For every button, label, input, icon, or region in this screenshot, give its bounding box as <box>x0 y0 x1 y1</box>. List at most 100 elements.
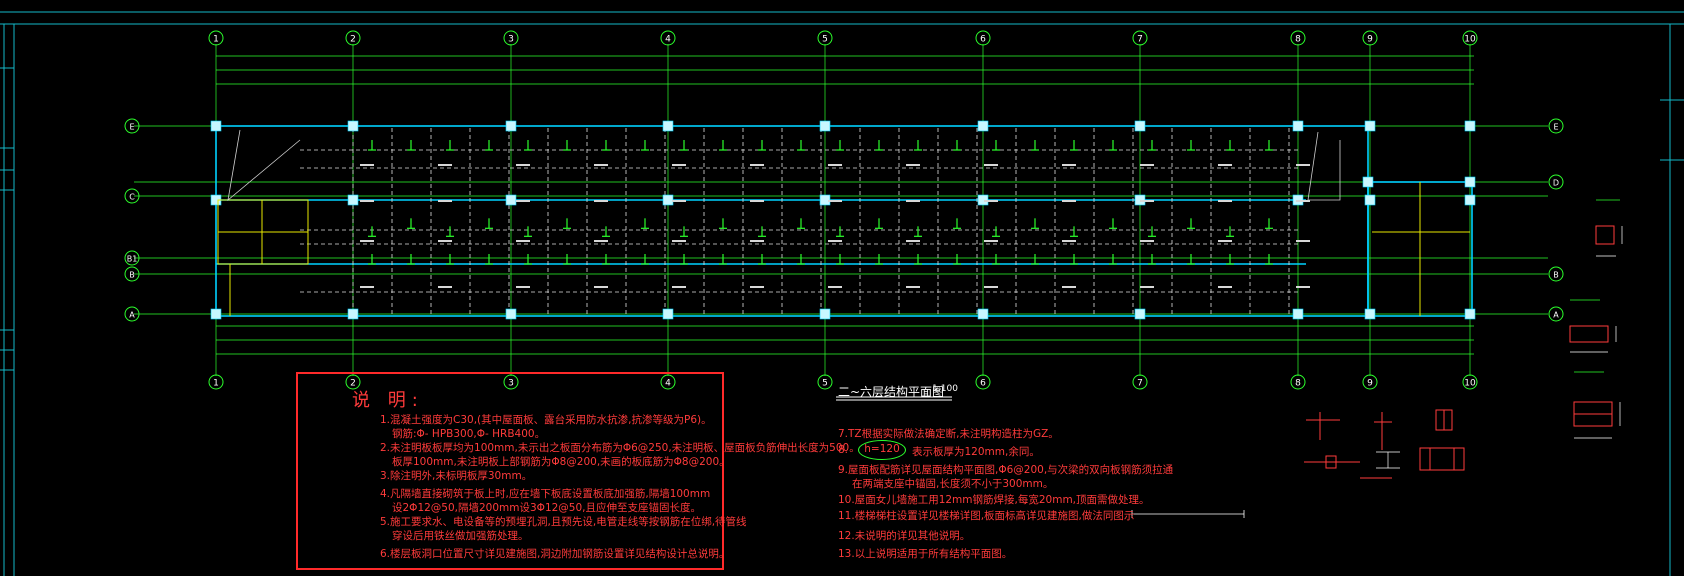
axis-bubble <box>1548 174 1564 190</box>
beam-label-mark <box>1140 240 1154 242</box>
right-note-line: 在两端支座中锚固,长度须不小于300mm。 <box>852 478 1054 490</box>
right-note-line: 12.未说明的详见其他说明。 <box>838 530 971 542</box>
beam-label-mark <box>984 240 998 242</box>
axis-bubble <box>975 374 991 390</box>
beam-label-mark <box>906 286 920 288</box>
beam-label-mark <box>594 164 608 166</box>
axis-bubble-label: 4 <box>665 35 671 45</box>
column <box>1464 176 1476 188</box>
axis-bubble-label: 8 <box>1295 35 1301 45</box>
note-line: 6.楼层板洞口位置尺寸详见建施图,洞边附加钢筋设置详见结构设计总说明。 <box>380 548 730 560</box>
column <box>1292 308 1304 320</box>
beam-label-mark <box>1062 164 1076 166</box>
axis-bubble-label: B1 <box>127 255 138 264</box>
axis-bubble-label: B <box>129 271 135 280</box>
column <box>505 194 517 206</box>
axis-bubble <box>1462 374 1478 390</box>
axis-bubble-label: C <box>129 193 135 202</box>
note-line: 钢筋:Φ- HPB300,Φ- HRB400。 <box>392 428 546 440</box>
beam-label-mark <box>438 200 452 202</box>
column <box>977 308 989 320</box>
beam-label-mark <box>672 164 686 166</box>
axis-bubble <box>208 30 224 46</box>
note-line: 2.未注明板板厚均为100mm,未示出之板面分布筋为Φ6@250,未注明板、屋面… <box>380 442 860 454</box>
axis-bubble-label: E <box>1553 123 1558 132</box>
axis-bubble <box>345 374 361 390</box>
axis-bubble <box>1362 30 1378 46</box>
beam-label-mark <box>1140 200 1154 202</box>
axis-bubble <box>660 374 676 390</box>
axis-bubble <box>208 374 224 390</box>
section-details <box>1569 225 1615 427</box>
beam-label-mark <box>1140 164 1154 166</box>
axis-bubble <box>975 30 991 46</box>
axis-bubble-label: E <box>129 123 134 132</box>
axis-bubble <box>345 30 361 46</box>
beam-label-mark <box>1062 286 1076 288</box>
column <box>210 120 222 132</box>
beam-label-mark <box>1218 286 1232 288</box>
title-frame <box>0 11 1684 576</box>
right-note-line: 13.以上说明适用于所有结构平面图。 <box>838 548 1013 560</box>
axis-bubble-label: 1 <box>213 35 219 45</box>
beam-label-mark <box>1062 240 1076 242</box>
beam-label-mark <box>1218 164 1232 166</box>
column <box>1464 120 1476 132</box>
beam-label-mark <box>360 200 374 202</box>
axis-bubble-label: A <box>129 311 135 320</box>
axis-bubble-label: 5 <box>822 35 828 45</box>
column <box>347 194 359 206</box>
axis-bubble-label: 2 <box>350 35 356 45</box>
plan-title: 二~六层结构平面图 <box>838 385 945 399</box>
column <box>347 120 359 132</box>
beam-label-mark <box>360 240 374 242</box>
column <box>1364 194 1376 206</box>
section-detail-lines <box>1570 226 1623 439</box>
axis-bubble <box>1548 306 1564 322</box>
right-note-line: 9.屋面板配筋详见屋面结构平面图,Φ6@200,与次梁的双向板钢筋须拉通 <box>838 464 1174 476</box>
axis-bubble-label: A <box>1553 311 1559 320</box>
axis-bubble-label: 3 <box>508 35 514 45</box>
column <box>662 194 674 206</box>
beam-label-mark <box>594 240 608 242</box>
horizontal-axis-lines <box>134 125 1548 315</box>
axis-bubble <box>1132 374 1148 390</box>
column <box>1134 308 1146 320</box>
small-leader <box>1131 510 1245 518</box>
note-line: 1.混凝土强度为C30,(其中屋面板、露台采用防水抗渗,抗渗等级为P6)。 <box>380 414 712 426</box>
axis-bubble <box>660 30 676 46</box>
beam-label-mark <box>1062 200 1076 202</box>
axis-bubble-label: 10 <box>1464 35 1476 45</box>
beam-lines <box>300 128 1300 314</box>
axis-bubble-label: 1 <box>213 379 219 389</box>
column <box>1362 176 1374 188</box>
column <box>347 308 359 320</box>
note-line: 4.凡隔墙直接砌筑于板上时,应在墙下板底设置板底加强筋,隔墙100mm <box>380 488 711 500</box>
beam-label-mark <box>906 200 920 202</box>
beam-label-mark <box>516 164 530 166</box>
axis-bubble-label: B <box>1553 271 1559 280</box>
right-note-line: 10.屋面女儿墙施工用12mm钢筋焊接,每宽20mm,顶面需做处理。 <box>838 494 1150 506</box>
axis-bubble <box>817 374 833 390</box>
axis-bubble <box>124 118 140 134</box>
beam-label-mark <box>984 200 998 202</box>
axis-bubble-label: 5 <box>822 379 828 389</box>
beam-label-mark <box>516 240 530 242</box>
beam-label-mark <box>516 200 530 202</box>
axis-bubble-label: D <box>1553 179 1559 188</box>
note-line: 板厚100mm,未注明板上部钢筋为Φ8@200,未画的板底筋为Φ8@200。 <box>392 456 730 468</box>
node-detail-white <box>1376 451 1400 469</box>
column <box>505 120 517 132</box>
stair-area <box>217 182 1470 316</box>
rebar-marks <box>368 140 1273 265</box>
column <box>1464 308 1476 320</box>
beam-label-mark <box>1296 240 1310 242</box>
plan-title-underline <box>836 396 952 401</box>
note-line: 穿设后用铁丝做加强筋处理。 <box>392 530 529 542</box>
stair-diagonals <box>227 129 1341 202</box>
beam-label-mark <box>1296 200 1310 202</box>
beam-label-mark <box>984 286 998 288</box>
